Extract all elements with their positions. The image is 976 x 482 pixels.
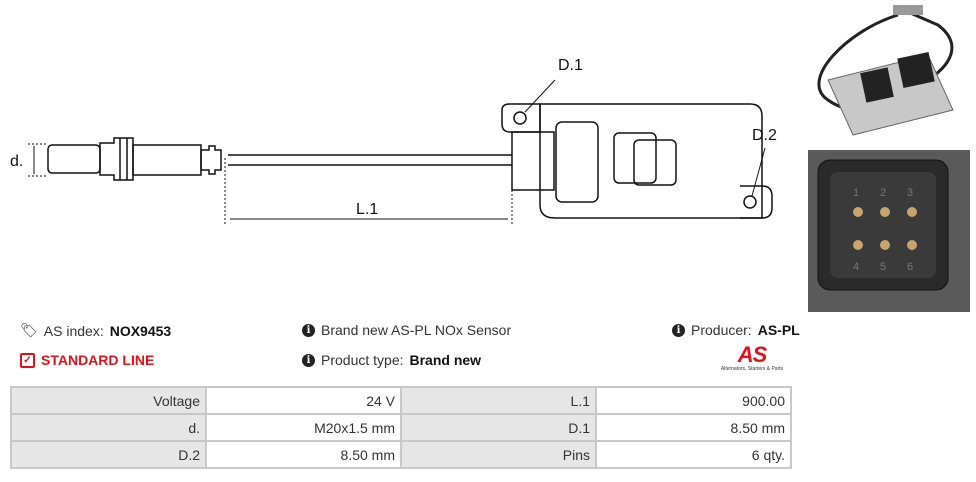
standard-line-label: STANDARD LINE	[41, 352, 155, 368]
info-icon: i	[302, 323, 315, 337]
pin-1-label: 1	[853, 187, 859, 199]
description-text: Brand new AS-PL NOx Sensor	[321, 322, 512, 338]
spec-value: 8.50 mm	[205, 440, 402, 469]
pin-6-label: 6	[907, 261, 913, 273]
spec-value: 900.00	[595, 386, 792, 415]
pin-2-label: 2	[880, 187, 886, 199]
spec-label: D.1	[400, 413, 597, 442]
d-label: d.	[10, 153, 23, 170]
product-type: i Product type: Brand new	[302, 352, 481, 368]
sensor-diagram: d. L.1 D.1 D.2	[10, 57, 777, 225]
specs-table: Voltage 24 V L.1 900.00 d. M20x1.5 mm D.…	[10, 386, 792, 469]
d1-label: D.1	[558, 57, 583, 74]
table-row: Voltage 24 V L.1 900.00	[10, 386, 792, 415]
spec-value: M20x1.5 mm	[205, 413, 402, 442]
info-icon: i	[302, 353, 315, 367]
product-photos: 1 2 3 4 5 6	[808, 0, 970, 312]
pin-5-label: 5	[880, 261, 886, 273]
spec-value: 24 V	[205, 386, 402, 415]
description: i Brand new AS-PL NOx Sensor	[302, 322, 511, 338]
producer: i Producer: AS-PL	[672, 322, 800, 338]
d2-label: D.2	[752, 127, 777, 144]
checkbox-icon: ✓	[20, 352, 35, 368]
spec-value: 6 qty.	[595, 440, 792, 469]
as-index-label: AS index:	[43, 322, 104, 339]
producer-value: AS-PL	[757, 322, 800, 338]
spec-label: Voltage	[10, 386, 207, 415]
pin-4-label: 4	[853, 261, 859, 273]
standard-line: ✓ STANDARD LINE	[20, 352, 154, 368]
info-icon: i	[672, 323, 685, 337]
spec-label: Pins	[400, 440, 597, 469]
spec-label: L.1	[400, 386, 597, 415]
logo-tagline: Alternators, Starters & Parts	[720, 366, 784, 372]
l1-label: L.1	[356, 201, 378, 218]
as-pl-logo: AS Alternators, Starters & Parts	[712, 342, 792, 373]
spec-label: d.	[10, 413, 207, 442]
logo-text: AS	[737, 342, 768, 367]
spec-label: D.2	[10, 440, 207, 469]
table-row: D.2 8.50 mm Pins 6 qty.	[10, 440, 792, 469]
product-type-value: Brand new	[409, 352, 482, 368]
table-row: d. M20x1.5 mm D.1 8.50 mm	[10, 413, 792, 442]
producer-label: Producer:	[691, 322, 752, 338]
as-index: 🏷 AS index: NOX9453	[20, 322, 171, 339]
spec-value: 8.50 mm	[595, 413, 792, 442]
pin-3-label: 3	[907, 187, 913, 199]
product-type-label: Product type:	[321, 352, 404, 368]
as-index-value: NOX9453	[109, 322, 172, 339]
tags-icon: 🏷	[20, 322, 38, 338]
